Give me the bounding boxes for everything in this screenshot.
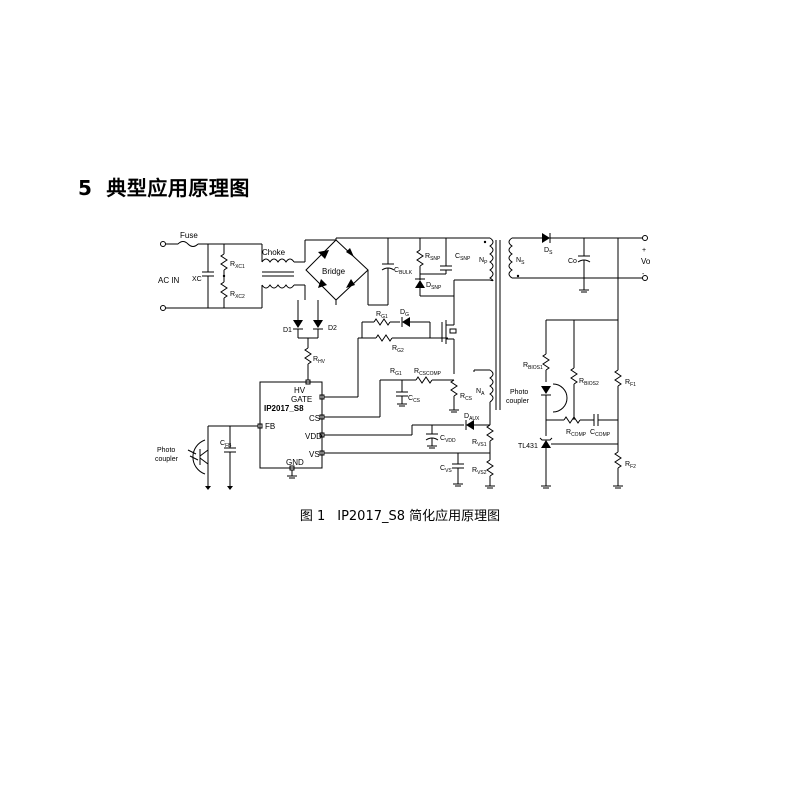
pin-vdd: VDD xyxy=(305,432,322,441)
pin-gnd: GND xyxy=(286,458,304,467)
svg-text:RCS: RCS xyxy=(460,393,473,402)
hv-diodes: D1 D2 RHV xyxy=(283,300,337,380)
svg-text:NA: NA xyxy=(476,388,485,397)
section-title: 典型应用原理图 xyxy=(106,176,250,200)
svg-text:DG: DG xyxy=(400,309,409,318)
xc-label: XC xyxy=(192,276,202,283)
section-heading: 5 典型应用原理图 xyxy=(78,172,250,201)
svg-text:RBIOS1: RBIOS1 xyxy=(523,362,543,371)
acin-label: AC IN xyxy=(158,276,180,285)
svg-text:CCS: CCS xyxy=(408,395,421,404)
cs-network: RG1 RCSCOMP CCS RCS xyxy=(324,368,475,418)
controller-ic: HV GATE IP2017_S8 CS VDD VS GND FB xyxy=(257,379,325,479)
d1-label: D1 xyxy=(283,327,292,334)
pin-vs: VS xyxy=(309,450,320,459)
svg-text:DS: DS xyxy=(544,247,553,256)
svg-text:RBIOS2: RBIOS2 xyxy=(579,378,599,387)
svg-text:DAUX: DAUX xyxy=(464,413,480,422)
rx2-label: R xyxy=(230,291,235,298)
svg-text:NS: NS xyxy=(516,257,525,266)
svg-text:RVS1: RVS1 xyxy=(472,439,487,448)
svg-text:RXC2: RXC2 xyxy=(230,291,245,300)
svg-text:RG2: RG2 xyxy=(392,345,404,354)
coupler-label-secondary: coupler xyxy=(506,398,530,405)
tl431-label: TL431 xyxy=(518,443,538,450)
primary-side: CBULK RSNP CSNP DSNP xyxy=(368,238,490,325)
fuse-symbol xyxy=(177,241,199,247)
svg-text:RHV: RHV xyxy=(313,356,326,365)
co-label: Co xyxy=(568,258,577,265)
transformer: NP NS NA xyxy=(474,237,525,425)
secondary-side: DS Co + - Vo RBIOS1 RBIOS2 RF1 RF2 xyxy=(506,233,651,489)
svg-text:RF2: RF2 xyxy=(625,461,636,470)
svg-text:RXC1: RXC1 xyxy=(230,261,245,270)
svg-text:NP: NP xyxy=(479,257,488,266)
svg-text:CCOMP: CCOMP xyxy=(590,429,611,438)
svg-text:RSNP: RSNP xyxy=(425,253,441,262)
fb-photocoupler: Photo coupler CFB xyxy=(155,425,258,490)
svg-text:RF1: RF1 xyxy=(625,379,636,388)
choke-label: Choke xyxy=(262,248,286,257)
pin-fb: FB xyxy=(265,422,275,431)
pin-gate: GATE xyxy=(291,395,312,404)
choke: Choke xyxy=(261,239,336,308)
svg-text:DSNP: DSNP xyxy=(426,282,442,291)
svg-text:CBULK: CBULK xyxy=(394,267,413,276)
section-number: 5 xyxy=(78,176,93,200)
svg-text:RG1: RG1 xyxy=(390,368,402,377)
d2-label: D2 xyxy=(328,325,337,332)
bridge-rectifier: Bridge xyxy=(305,237,490,305)
ac-input: Fuse AC IN XC RXC1 RXC2 xyxy=(158,231,262,311)
svg-text:RG1: RG1 xyxy=(376,311,388,320)
svg-text:RVS2: RVS2 xyxy=(472,467,487,476)
svg-text:CVDD: CVDD xyxy=(440,435,456,444)
svg-text:RCOMP: RCOMP xyxy=(566,429,587,438)
coupler-label-primary: coupler xyxy=(155,456,179,463)
rx1-label: R xyxy=(230,261,235,268)
chip-name: IP2017_S8 xyxy=(264,404,304,413)
figure-number: 图 1 xyxy=(299,509,326,524)
figure-caption: 图 1 IP2017_S8 简化应用原理图 xyxy=(0,505,800,524)
photo-label-secondary: Photo xyxy=(510,389,528,396)
figure-title: IP2017_S8 简化应用原理图 xyxy=(337,509,501,524)
photo-label-primary: Photo xyxy=(157,447,175,454)
vo-minus: - xyxy=(642,271,645,278)
pin-hv: HV xyxy=(294,386,306,395)
fuse-label: Fuse xyxy=(180,231,198,240)
bridge-label: Bridge xyxy=(322,267,346,276)
svg-text:RCSCOMP: RCSCOMP xyxy=(414,368,442,377)
gate-drive: RG2 RG1 DG xyxy=(324,309,457,398)
vo-label: Vo xyxy=(641,257,651,266)
vdd-vs-network: DAUX CVDD RVS1 CVS RVS2 xyxy=(324,413,495,489)
pin-cs: CS xyxy=(309,414,320,423)
svg-text:CSNP: CSNP xyxy=(455,253,471,262)
svg-text:CVS: CVS xyxy=(440,465,452,474)
svg-text:CFB: CFB xyxy=(220,440,232,449)
vo-plus: + xyxy=(642,247,646,254)
